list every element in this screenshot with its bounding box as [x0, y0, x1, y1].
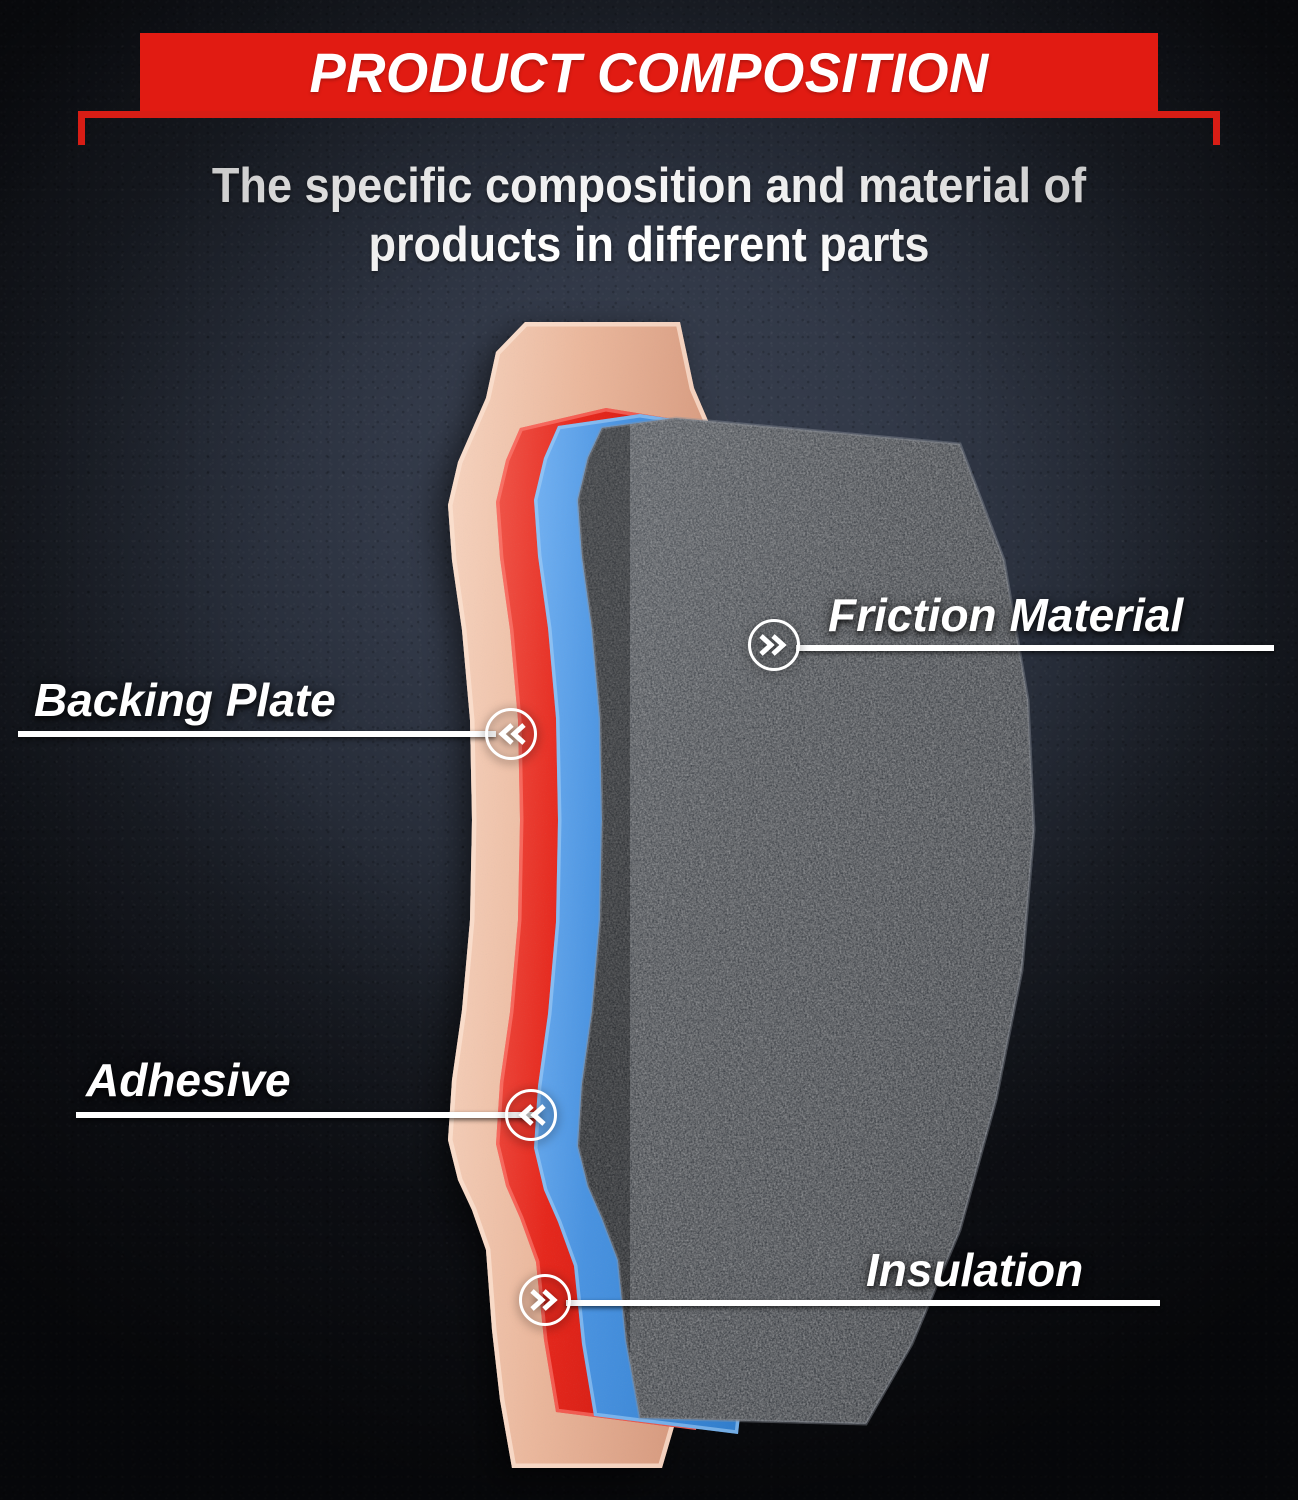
callout-rule-backing-plate [18, 731, 496, 737]
callout-label-friction-material: Friction Material [828, 589, 1184, 641]
subtitle-line-1: The specific composition and material of [211, 159, 1087, 213]
chevron-double-right-icon [748, 619, 800, 671]
callout-rule-friction-material [796, 645, 1274, 651]
layer-friction-material [576, 416, 1036, 1426]
header: PRODUCT COMPOSITION [0, 0, 1298, 150]
subtitle: The specific composition and material of… [52, 157, 1246, 275]
callout-rule-insulation [566, 1300, 1160, 1306]
header-bracket-line [78, 111, 1220, 118]
page-title: PRODUCT COMPOSITION [309, 40, 989, 104]
header-bracket-tick-left [78, 111, 85, 145]
chevron-double-left-icon [505, 1089, 557, 1141]
title-banner: PRODUCT COMPOSITION [140, 33, 1158, 111]
header-bracket-tick-right [1213, 111, 1220, 145]
callout-label-insulation: Insulation [866, 1244, 1084, 1296]
callout-label-adhesive: Adhesive [86, 1054, 291, 1106]
subtitle-line-2: products in different parts [368, 218, 930, 272]
chevron-double-right-icon [519, 1274, 571, 1326]
chevron-double-left-icon [485, 708, 537, 760]
callout-rule-adhesive [76, 1112, 534, 1118]
callout-label-backing-plate: Backing Plate [34, 674, 336, 726]
